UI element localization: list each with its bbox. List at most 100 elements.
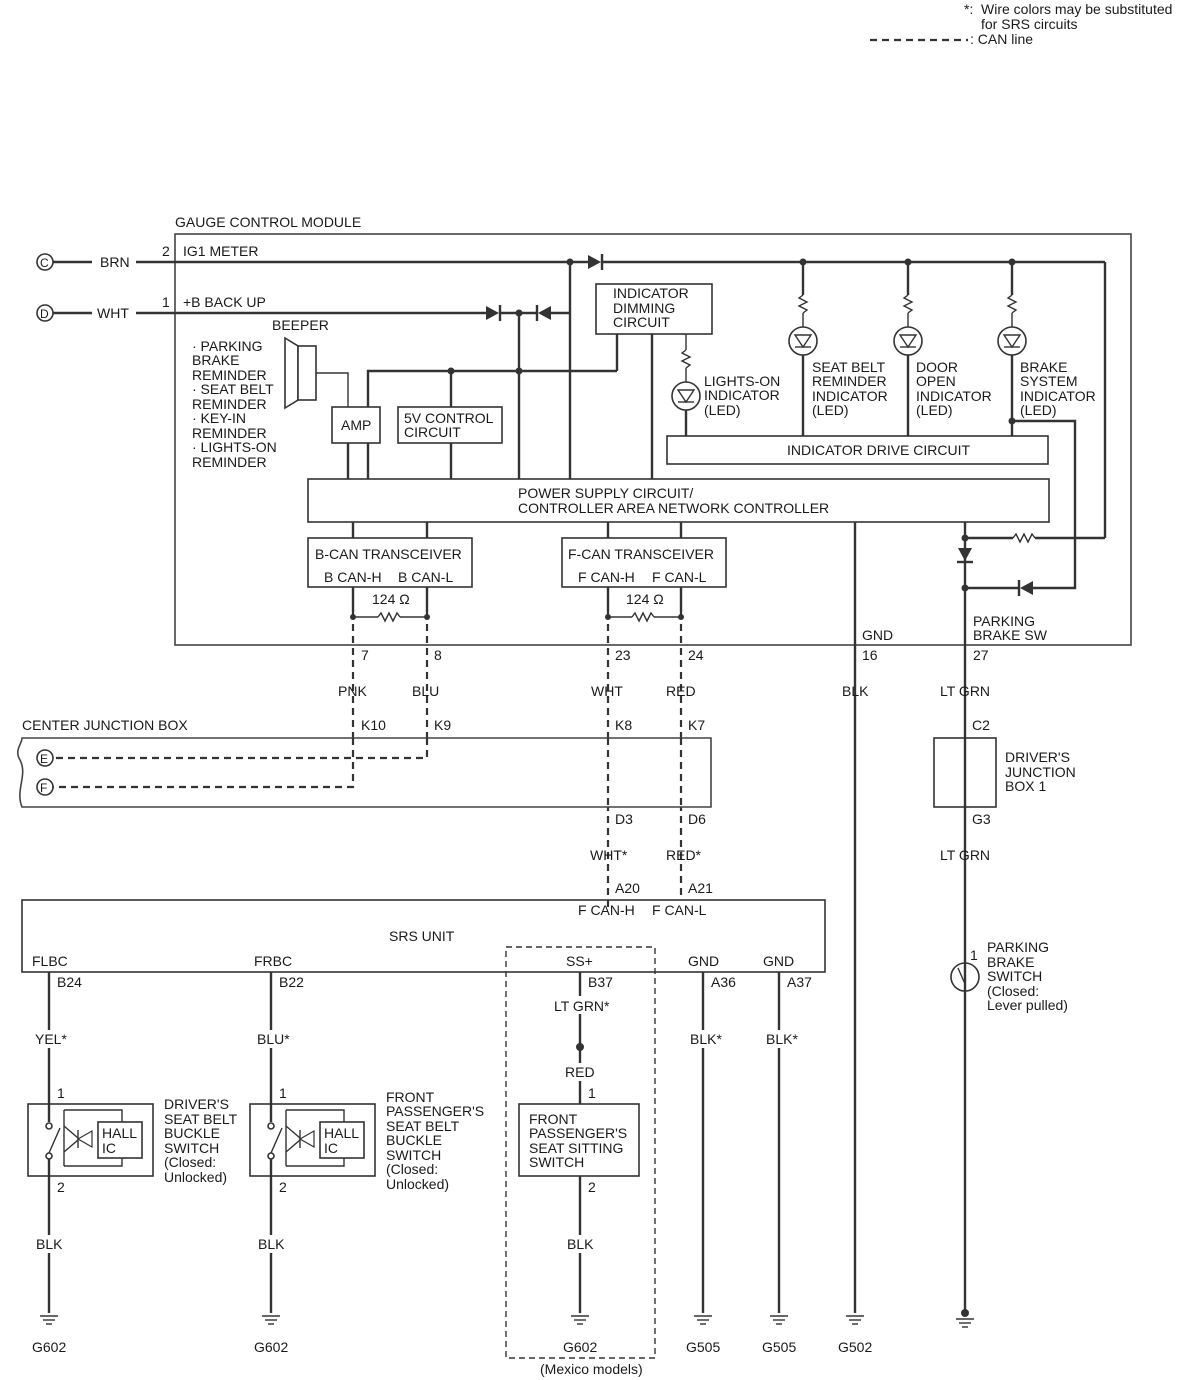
svg-text:SWITCH: SWITCH xyxy=(529,1154,584,1170)
svg-text:INDICATOR: INDICATOR xyxy=(1020,388,1096,404)
legend: *: Wire colors may be substituted for SR… xyxy=(870,1,1172,47)
svg-text:K10: K10 xyxy=(361,717,386,733)
svg-text:FRONT: FRONT xyxy=(386,1089,435,1105)
svg-text:HALL: HALL xyxy=(102,1125,137,1141)
legend-star: *: xyxy=(964,1,973,17)
svg-text:BLK: BLK xyxy=(567,1236,594,1252)
cjb-title: CENTER JUNCTION BOX xyxy=(22,717,188,733)
lights-on-led xyxy=(671,334,701,436)
svg-text:WHT*: WHT* xyxy=(590,847,628,863)
reminder-list: · PARKING BRAKE REMINDER · SEAT BELT REM… xyxy=(192,338,277,470)
pin-1: 1 xyxy=(162,294,170,310)
svg-text:DOOR: DOOR xyxy=(916,359,958,375)
svg-text:D6: D6 xyxy=(688,811,706,827)
svg-text:B24: B24 xyxy=(57,974,82,990)
ground-icons xyxy=(40,1309,974,1328)
svg-text:· PARKING: · PARKING xyxy=(192,338,263,354)
ground-label-5: G505 xyxy=(762,1339,796,1355)
svg-text:(LED): (LED) xyxy=(916,402,953,418)
svg-text:23: 23 xyxy=(615,647,631,663)
svg-text:IC: IC xyxy=(324,1140,338,1156)
svg-text:D: D xyxy=(40,307,49,321)
svg-text:LT GRN: LT GRN xyxy=(940,683,990,699)
svg-text:BLK: BLK xyxy=(36,1236,63,1252)
svg-text:1: 1 xyxy=(970,947,978,963)
svg-text:· KEY-IN: · KEY-IN xyxy=(192,410,246,426)
legend-note-1: Wire colors may be substituted xyxy=(981,1,1172,17)
amp-label: AMP xyxy=(341,417,371,433)
svg-text:INDICATOR DRIVE CIRCUIT: INDICATOR DRIVE CIRCUIT xyxy=(787,442,970,458)
srs-unit xyxy=(21,899,826,973)
svg-text:CONTROLLER AREA NETWORK CONTRO: CONTROLLER AREA NETWORK CONTROLLER xyxy=(518,500,829,516)
svg-text:SS+: SS+ xyxy=(566,953,593,969)
svg-text:A20: A20 xyxy=(615,880,640,896)
backup-label: +B BACK UP xyxy=(183,294,266,310)
svg-text:BLU*: BLU* xyxy=(257,1031,290,1047)
svg-text:BOX 1: BOX 1 xyxy=(1005,778,1046,794)
pb-diode-1-icon xyxy=(958,548,972,561)
svg-text:INDICATOR: INDICATOR xyxy=(613,285,689,301)
svg-text:REMINDER: REMINDER xyxy=(192,454,267,470)
svg-text:DIMMING: DIMMING xyxy=(613,300,675,316)
svg-text:FLBC: FLBC xyxy=(32,953,68,969)
svg-text:2: 2 xyxy=(588,1179,596,1195)
svg-text:SEAT SITTING: SEAT SITTING xyxy=(529,1140,623,1156)
svg-text:124 Ω: 124 Ω xyxy=(626,591,664,607)
svg-text:(LED): (LED) xyxy=(812,402,849,418)
svg-text:(Closed:: (Closed: xyxy=(386,1161,438,1177)
ground-g505-2-icon xyxy=(770,1315,788,1325)
b-can-transceiver xyxy=(307,537,473,588)
backup-diode-1-icon xyxy=(486,306,499,320)
svg-text:PASSENGER'S: PASSENGER'S xyxy=(529,1125,627,1141)
svg-text:BUCKLE: BUCKLE xyxy=(386,1132,442,1148)
svg-text:DRIVER'S: DRIVER'S xyxy=(1005,749,1070,765)
pb-resistor-icon xyxy=(1012,532,1036,544)
svg-text:LT GRN: LT GRN xyxy=(940,847,990,863)
gauge-control-module xyxy=(174,233,1132,646)
svg-text:OPEN: OPEN xyxy=(916,373,956,389)
svg-text:HALL: HALL xyxy=(324,1125,359,1141)
svg-text:PNK: PNK xyxy=(338,683,367,699)
svg-text:INDICATOR: INDICATOR xyxy=(812,388,888,404)
svg-text:DRIVER'S: DRIVER'S xyxy=(164,1096,229,1112)
svg-text:K8: K8 xyxy=(615,717,632,733)
svg-text:1: 1 xyxy=(279,1085,287,1101)
svg-text:C: C xyxy=(40,256,49,270)
svg-text:WHT: WHT xyxy=(591,683,623,699)
svg-text:BLK: BLK xyxy=(258,1236,285,1252)
ground-label-3: G602 xyxy=(563,1339,597,1355)
svg-text:RED*: RED* xyxy=(666,847,702,863)
svg-text:SEAT BELT: SEAT BELT xyxy=(164,1111,238,1127)
svg-text:BRAKE SW: BRAKE SW xyxy=(973,627,1048,643)
pb-diode-2-icon xyxy=(1020,581,1033,595)
svg-text:· SEAT BELT: · SEAT BELT xyxy=(192,381,274,397)
connector-d: D xyxy=(36,304,54,322)
svg-text:BLU: BLU xyxy=(412,683,439,699)
svg-text:BRAKE: BRAKE xyxy=(192,352,239,368)
svg-text:REMINDER: REMINDER xyxy=(192,367,267,383)
svg-text:(Closed:: (Closed: xyxy=(987,983,1039,999)
ig1-meter-label: IG1 METER xyxy=(183,243,258,259)
svg-text:FRBC: FRBC xyxy=(254,953,292,969)
svg-text:PASSENGER'S: PASSENGER'S xyxy=(386,1103,484,1119)
svg-text:A21: A21 xyxy=(688,880,713,896)
svg-text:2: 2 xyxy=(279,1179,287,1195)
ground-label-6: G502 xyxy=(838,1339,872,1355)
svg-text:BRAKE: BRAKE xyxy=(987,954,1034,970)
svg-text:INDICATOR: INDICATOR xyxy=(704,387,780,403)
svg-text:Unlocked): Unlocked) xyxy=(164,1169,227,1185)
svg-text:B37: B37 xyxy=(588,974,613,990)
svg-text:(Closed:: (Closed: xyxy=(164,1154,216,1170)
svg-text:BRAKE: BRAKE xyxy=(1020,359,1067,375)
svg-text:CIRCUIT: CIRCUIT xyxy=(404,424,461,440)
ground-g602-2-icon xyxy=(262,1315,280,1325)
svg-text:BUCKLE: BUCKLE xyxy=(164,1125,220,1141)
svg-text:D3: D3 xyxy=(615,811,633,827)
connector-e: E xyxy=(36,749,54,767)
svg-text:F: F xyxy=(40,781,47,795)
ground-g502-icon xyxy=(846,1315,864,1325)
svg-text:F CAN-H: F CAN-H xyxy=(578,569,635,585)
svg-text:SWITCH: SWITCH xyxy=(386,1147,441,1163)
gcm-gnd-label: GND xyxy=(862,627,893,643)
brake-system-led xyxy=(997,258,1077,590)
